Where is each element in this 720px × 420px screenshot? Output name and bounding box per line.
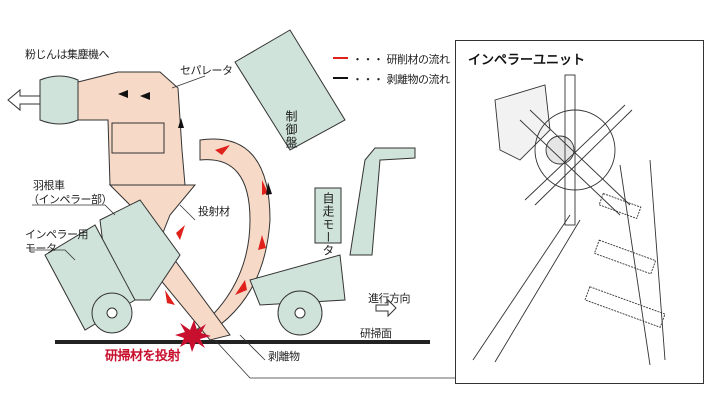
front-wheel-hub	[106, 307, 118, 319]
drive-motor	[314, 187, 342, 244]
dust-hose	[39, 75, 79, 125]
impeller-motor-label-sub: モータ	[25, 242, 57, 255]
impact-burst-icon	[175, 320, 211, 352]
impeller-unit-illustration	[472, 74, 666, 366]
impeller-motor-label: インペラー用	[25, 228, 89, 241]
debris-label: 剥離物	[268, 350, 300, 363]
abrasive-flow-arrows	[165, 145, 268, 305]
impeller-label: 羽根車	[33, 179, 65, 192]
direction-arrow-icon	[375, 298, 397, 318]
rear-wheel-hub	[294, 307, 306, 319]
handle	[349, 147, 416, 256]
drive-motor-label: 自走モータ	[321, 192, 335, 257]
blast-label: 研掃材を投射	[105, 349, 181, 364]
direction-label: 進行方向	[368, 292, 411, 305]
chassis	[249, 254, 346, 306]
control-panel-box	[234, 29, 346, 151]
surface-label: 研掃面	[360, 327, 392, 340]
exhaust-arrow-icon	[7, 88, 41, 112]
ground-line	[55, 340, 430, 344]
dust-label: 粉じんは集塵機へ	[25, 48, 110, 61]
legend-debris: ・・・ 剥離物の流れ	[352, 73, 450, 86]
separator-body	[77, 71, 186, 186]
separator-label: セパレータ	[180, 64, 233, 77]
leader-lines	[30, 75, 455, 379]
legend-abrasive: ・・・ 研削材の流れ	[352, 53, 450, 66]
separator-tray	[111, 122, 165, 154]
impeller-unit-panel: インペラーユニット	[455, 40, 704, 384]
control-panel-label: 制御盤	[284, 110, 298, 149]
shot-label: 投射材	[198, 205, 230, 218]
impeller-label-sub: （インペラー部）	[28, 193, 113, 206]
panel-title: インペラーユニット	[468, 53, 586, 68]
debris-flow-arrows	[118, 90, 272, 195]
